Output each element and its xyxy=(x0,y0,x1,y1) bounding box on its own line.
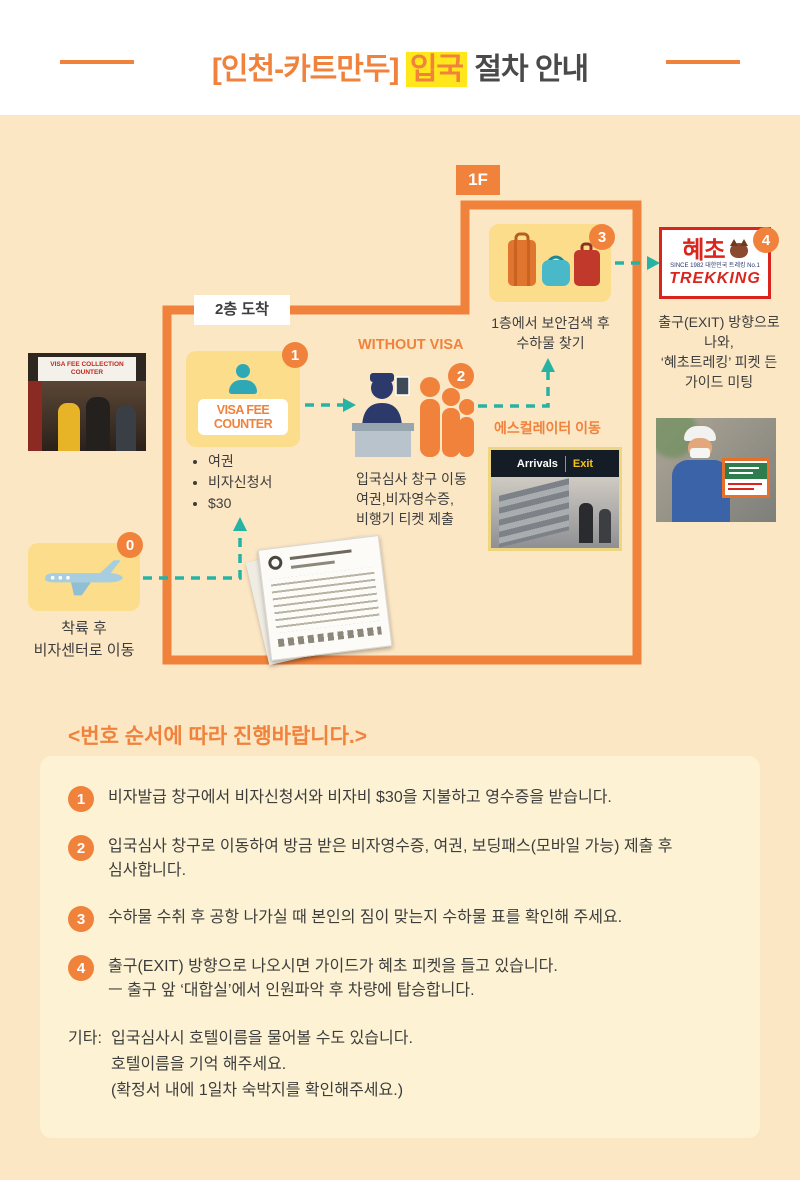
title-route: [인천-카트만두] xyxy=(211,53,400,86)
step-2-caption: 입국심사 창구 이동 여권,비자영수증, 비행기 티켓 제출 xyxy=(356,471,467,527)
arrivals-exit-photo: Arrivals Exit xyxy=(488,447,622,551)
logo-subtitle: TREKKING xyxy=(669,269,761,287)
hyecho-trekking-logo: 혜초 SINCE 1982 대한민국 트레킹 No.1 TREKKING xyxy=(659,227,771,299)
item-1-badge: 1 xyxy=(68,786,94,812)
instruction-item-4: 4 출구(EXIT) 방향으로 나오시면 가이드가 혜초 피켓을 들고 있습니다… xyxy=(68,955,732,1003)
exit-label: Exit xyxy=(572,457,594,470)
item-4-badge: 4 xyxy=(68,955,94,981)
step-4-badge: 4 xyxy=(753,227,779,253)
instruction-item-2: 2 입국심사 창구로 이동하여 방금 받은 비자영수증, 여권, 보딩패스(모바… xyxy=(68,835,732,883)
step-3-caption: 1층에서 보안검색 후 수하물 찾기 xyxy=(491,315,610,351)
arrival-floor-label: 2층 도착 xyxy=(194,295,290,325)
clerk-icon xyxy=(228,363,258,394)
arrow-plane-to-visa xyxy=(143,530,242,580)
visa-fee-counter-sign: VISA FEE COUNTER xyxy=(198,398,288,435)
landing-box xyxy=(28,543,140,611)
visa-fee-counter-box: VISA FEE COUNTER xyxy=(186,351,300,447)
list-item: 여권 xyxy=(208,451,272,472)
page-title: [인천-카트만두] 입국 절차 안내 xyxy=(0,0,800,88)
without-visa-label: WITHOUT VISA xyxy=(358,337,464,353)
escalator-photo-scene xyxy=(491,477,619,548)
step-1-badge: 1 xyxy=(282,342,308,368)
arrivals-exit-sign: Arrivals Exit xyxy=(491,450,619,477)
title-highlight: 입국 xyxy=(405,52,468,87)
instruction-item-3: 3 수하물 수취 후 공항 나가실 때 본인의 짐이 맞는지 수하물 표를 확인… xyxy=(68,906,732,932)
floor-label: 1F xyxy=(456,165,500,195)
step-2-badge: 2 xyxy=(448,363,474,389)
visa-form-photo xyxy=(245,534,395,666)
logo-name: 혜초 xyxy=(682,236,725,264)
escalator-label: 에스컬레이터 이동 xyxy=(494,420,601,436)
luggage-icon xyxy=(508,232,600,286)
item-3-badge: 3 xyxy=(68,906,94,932)
step-0-caption: 착륙 후 비자센터로 이동 xyxy=(33,620,135,659)
step-0-badge: 0 xyxy=(117,532,143,558)
visa-counter-photo-sign: VISA FEE COLLECTION COUNTER xyxy=(38,357,136,381)
etc-label: 기타: xyxy=(68,1030,102,1047)
etc-note: 기타: 입국심사시 호텔이름을 물어볼 수도 있습니다. 호텔이름을 기억 해주… xyxy=(68,1026,732,1104)
arrowhead-up2-icon xyxy=(541,358,555,372)
visa-counter-photo: VISA FEE COLLECTION COUNTER xyxy=(28,353,146,451)
step-3-badge: 3 xyxy=(589,224,615,250)
guide-photo xyxy=(656,418,776,522)
step-4-caption: 출구(EXIT) 방향으로 나와, ‘혜초트레킹’ 피켓 든 가이드 미팅 xyxy=(658,314,780,390)
form-emblem-icon xyxy=(267,554,284,571)
arrivals-label: Arrivals xyxy=(516,457,558,470)
arrowhead-up-icon xyxy=(233,517,247,531)
header: [인천-카트만두] 입국 절차 안내 xyxy=(0,0,800,115)
logo-tagline: SINCE 1982 대한민국 트레킹 No.1 xyxy=(670,262,760,269)
arrow-immigration-to-baggage xyxy=(478,371,550,408)
list-item: $30 xyxy=(208,493,272,514)
instruction-item-1: 1 비자발급 창구에서 비자신청서와 비자비 $30을 지불하고 영수증을 받습… xyxy=(68,786,732,812)
list-item: 비자신청서 xyxy=(208,472,272,493)
bull-icon xyxy=(729,239,748,258)
visa-required-items: 여권 비자신청서 $30 xyxy=(192,451,272,514)
title-rule-left xyxy=(60,60,134,64)
airplane-icon xyxy=(45,560,123,596)
instructions-box: 1 비자발급 창구에서 비자신청서와 비자비 $30을 지불하고 영수증을 받습… xyxy=(40,756,760,1138)
title-rule-right xyxy=(666,60,740,64)
sign-divider xyxy=(564,455,566,472)
item-2-badge: 2 xyxy=(68,835,94,861)
title-rest: 절차 안내 xyxy=(474,53,589,86)
instructions-heading: <번호 순서에 따라 진행바랍니다.> xyxy=(68,725,368,748)
flow-diagram: 1F 2층 도착 VISA FEE COUNTER 1 여권 비자신청서 $30… xyxy=(0,115,800,730)
visa-counter-photo-scene xyxy=(28,381,146,451)
